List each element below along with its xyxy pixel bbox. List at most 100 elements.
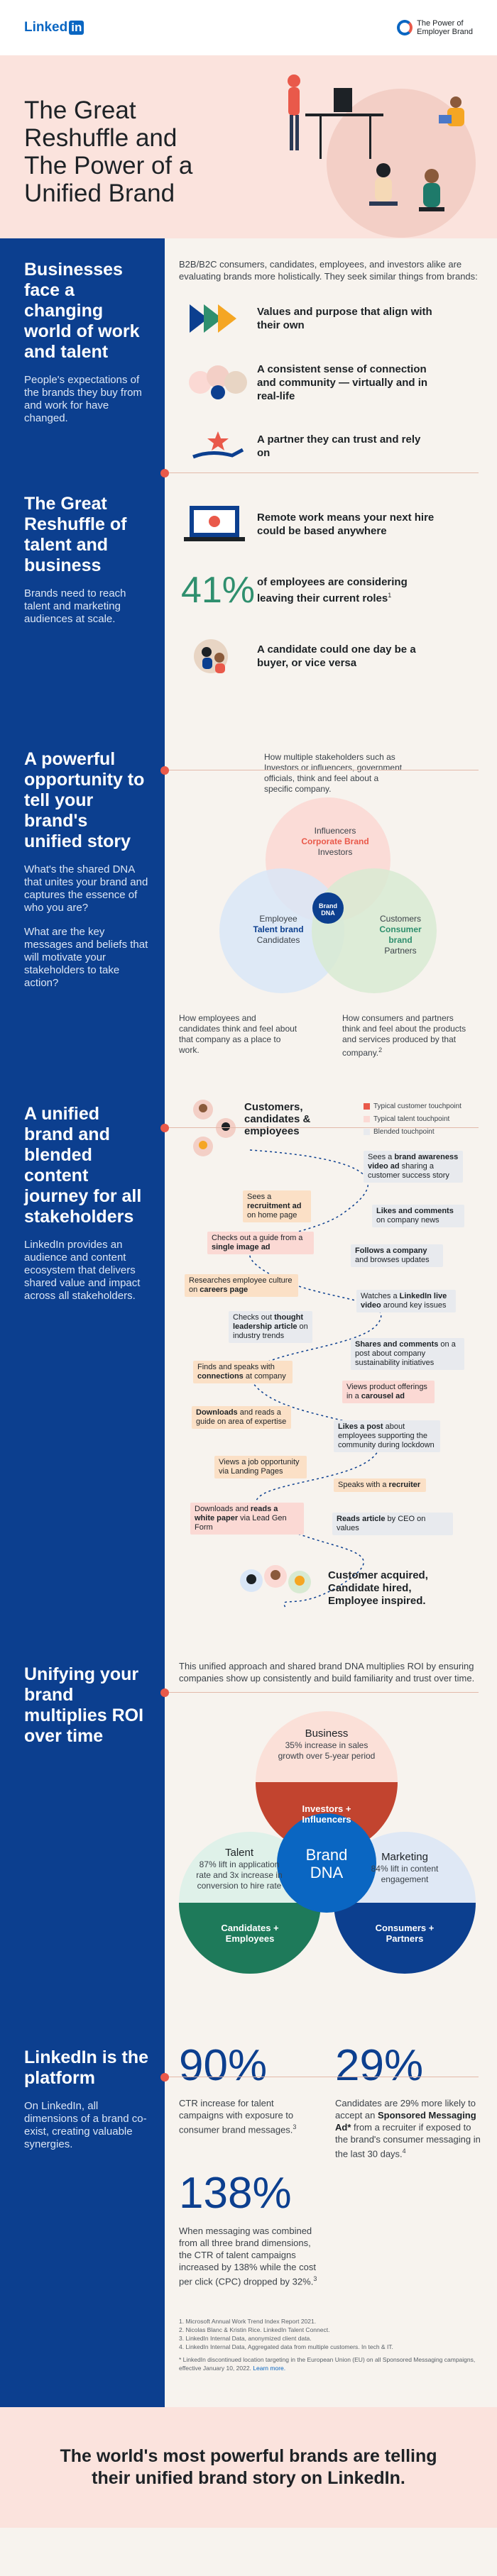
venn-investors: Investors xyxy=(317,847,353,857)
stat-138-text: When messaging was combined from all thr… xyxy=(179,2226,317,2287)
touchpoint-landing-pages[interactable]: Views a job opportunity via Landing Page… xyxy=(214,1456,307,1478)
logo-text: Linked xyxy=(24,20,68,35)
section-roi: Unifying your brand multiplies ROI over … xyxy=(0,1643,497,2026)
journey-end-label: Customer acquired, Candidate hired, Empl… xyxy=(328,1569,428,1607)
legend-talent-label: Typical talent touchpoint xyxy=(373,1115,450,1123)
logo-in-badge: in xyxy=(69,21,84,35)
section4-heading: A unified brand and blended content jour… xyxy=(24,1104,142,1227)
section5-heading: Unifying your brand multiplies ROI over … xyxy=(24,1664,144,1746)
section3-body-1: What's the shared DNA that unites your b… xyxy=(24,863,148,914)
arrows-icon xyxy=(179,295,257,342)
touchpoint-shares-comments[interactable]: Shares and comments on a post about comp… xyxy=(351,1338,464,1370)
learn-more-link[interactable]: Learn more. xyxy=(253,2365,286,2372)
hero-illustration xyxy=(288,74,476,238)
footnote-ref: 3 xyxy=(313,2275,317,2282)
closing-text: The world's most powerful brands are tel… xyxy=(60,2446,437,2488)
footnotes: 1. Microsoft Annual Work Trend Index Rep… xyxy=(179,2317,477,2372)
section4-main: Customers, candidates & employees Typica… xyxy=(165,1083,497,1643)
expectation-values: Values and purpose that align with their… xyxy=(257,306,432,331)
employer-brand-logo: The Power of Employer Brand xyxy=(397,19,473,36)
stat-90-percent: 90% xyxy=(179,2041,268,2090)
hero-title: The Great Reshuffle and The Power of a U… xyxy=(24,96,193,207)
section-platform: LinkedIn is the platform On LinkedIn, al… xyxy=(0,2026,497,2407)
venn-corporate: Influencers Corporate Brand Investors xyxy=(293,826,378,858)
employer-line-2: Employer Brand xyxy=(417,28,473,36)
hero: The Great Reshuffle and The Power of a U… xyxy=(0,55,497,238)
touchpoint-recruitment-ad[interactable]: Sees a recruitment ad on home page xyxy=(243,1190,311,1222)
touchpoint-white-paper[interactable]: Downloads and reads a white paper via Le… xyxy=(190,1503,304,1535)
roi-marketing-heading: Marketing xyxy=(381,1851,428,1863)
section-changing-world: Businesses face a changing world of work… xyxy=(0,238,497,472)
section2-main: Remote work means your next hire could b… xyxy=(165,472,497,728)
touchpoint-downloads-guide[interactable]: Downloads and reads a guide on area of e… xyxy=(192,1406,291,1429)
reshuffle-row: Remote work means your next hire could b… xyxy=(179,501,479,548)
touchpoint-carousel-ad[interactable]: Views product offerings in a carousel ad xyxy=(342,1381,435,1403)
expectation-row: Values and purpose that align with their… xyxy=(179,295,479,342)
touchpoint-connections[interactable]: Finds and speaks with connections at com… xyxy=(193,1361,293,1383)
divider-line xyxy=(169,1692,479,1693)
section6-sidebar: LinkedIn is the platform On LinkedIn, al… xyxy=(0,2026,165,2407)
touchpoint-single-image-ad[interactable]: Checks out a guide from a single image a… xyxy=(207,1232,314,1254)
legend-swatch-icon xyxy=(364,1116,370,1122)
stat-41-percent: 41% xyxy=(180,570,256,611)
section5-main: This unified approach and shared brand D… xyxy=(165,1643,497,2026)
venn-left-caption: How employees and candidates think and f… xyxy=(179,1013,297,1055)
section6-heading: LinkedIn is the platform xyxy=(24,2047,149,2088)
venn-corporate-brand: Corporate Brand xyxy=(301,836,369,846)
divider-dot-icon xyxy=(160,1124,169,1132)
venn-diagram: How multiple stakeholders such as Invest… xyxy=(165,728,497,1154)
section2-sidebar: The Great Reshuffle of talent and busine… xyxy=(0,472,165,728)
section1-main: B2B/B2C consumers, candidates, employees… xyxy=(165,238,497,472)
roi-badge-candidates: Candidates + Employees xyxy=(221,1923,279,1944)
trust-hand-icon xyxy=(179,423,257,470)
legend-customer: Typical customer touchpoint xyxy=(364,1102,462,1110)
reshuffle-leaving-text: of employees are considering leaving the… xyxy=(257,576,408,604)
venn-consumer: Customers Consumer brand Partners xyxy=(372,914,429,956)
section5-sidebar: Unifying your brand multiplies ROI over … xyxy=(0,1643,165,2026)
section1-intro: B2B/B2C consumers, candidates, employees… xyxy=(179,259,478,282)
roi-circles xyxy=(179,1711,476,1974)
touchpoint-likes-comments[interactable]: Likes and comments on company news xyxy=(372,1205,464,1227)
community-icon xyxy=(179,359,257,406)
footnote-star: * LinkedIn discontinued location targeti… xyxy=(179,2356,476,2372)
touchpoint-thought-leadership[interactable]: Checks out thought leadership article on… xyxy=(229,1311,312,1343)
monitor-icon xyxy=(334,88,352,112)
person-seated-1-icon xyxy=(375,177,392,201)
roi-talent-heading: Talent xyxy=(224,1847,254,1859)
section3-main: How multiple stakeholders such as Invest… xyxy=(165,728,497,1083)
journey-map: Customers, candidates & employees Typica… xyxy=(165,1083,497,1640)
section2-body: Brands need to reach talent and marketin… xyxy=(24,587,126,625)
section-content-journey: A unified brand and blended content jour… xyxy=(0,1083,497,1643)
venn-circles xyxy=(219,797,437,993)
reshuffle-leaving: of employees are considering leaving the… xyxy=(257,575,435,605)
touchpoint-video-ad[interactable]: Sees a brand awareness video ad sharing … xyxy=(364,1151,463,1183)
section6-main: 90% CTR increase for talent campaigns wi… xyxy=(165,2026,497,2407)
expectation-row: A partner they can trust and rely on xyxy=(179,423,479,470)
expectation-row: A consistent sense of connection and com… xyxy=(179,359,479,406)
touchpoint-careers-page[interactable]: Researches employee culture on careers p… xyxy=(185,1274,298,1297)
section4-sidebar: A unified brand and blended content jour… xyxy=(0,1083,165,1643)
roi-marketing-text: 84% lift in content engagement xyxy=(371,1864,439,1884)
touchpoint-recruiter[interactable]: Speaks with a recruiter xyxy=(334,1478,426,1492)
roi-business-heading: Business xyxy=(305,1728,349,1740)
touchpoint-follows-company[interactable]: Follows a company and browses updates xyxy=(351,1244,443,1267)
candidate-buyer-icon xyxy=(179,633,257,680)
footnote-1: 1. Microsoft Annual Work Trend Index Rep… xyxy=(179,2318,317,2325)
venn-customers: Customers xyxy=(379,914,421,924)
closing-banner: The world's most powerful brands are tel… xyxy=(0,2407,497,2528)
touchpoint-ceo-article[interactable]: Reads article by CEO on values xyxy=(332,1513,453,1535)
section1-heading: Businesses face a changing world of work… xyxy=(24,260,140,362)
section-unified-story: A powerful opportunity to tell your bran… xyxy=(0,728,497,1083)
legend-swatch-icon xyxy=(364,1129,370,1135)
touchpoint-likes-post[interactable]: Likes a post about employees supporting … xyxy=(334,1420,440,1452)
section1-body: People's expectations of the brands they… xyxy=(24,374,142,424)
touchpoint-live-video[interactable]: Watches a LinkedIn live video around key… xyxy=(356,1290,456,1312)
venn-right-caption: How consumers and partners think and fee… xyxy=(342,1013,470,1058)
legend-swatch-icon xyxy=(364,1103,370,1110)
venn-talent-brand: Talent brand xyxy=(253,924,304,934)
people-end-icon xyxy=(240,1565,311,1593)
